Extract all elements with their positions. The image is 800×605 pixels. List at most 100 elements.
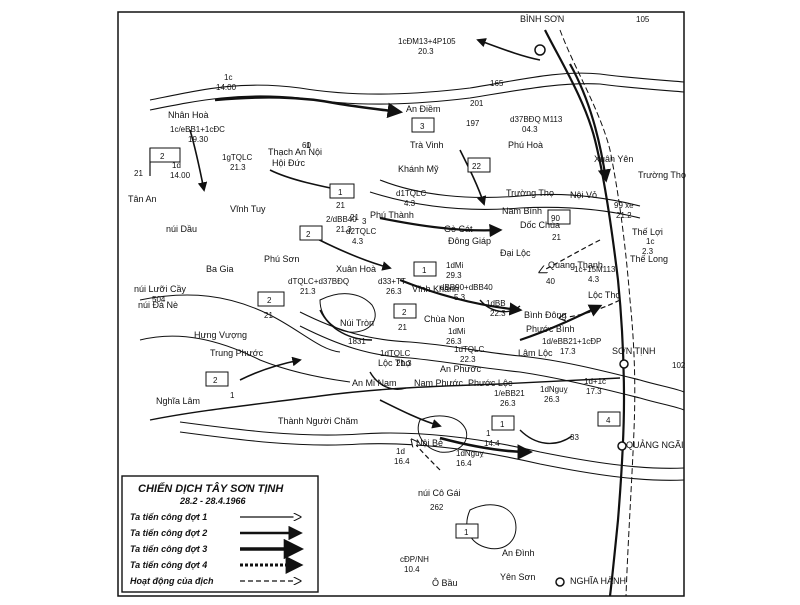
place-label: Vĩnh Khánh: [412, 284, 459, 294]
place-label: Thế Lợi: [632, 227, 663, 237]
legend-item: Ta tiến công đợt 1: [130, 512, 300, 522]
flag-label: 21: [264, 311, 273, 320]
unit-label: 2/dBB40: [326, 215, 357, 224]
place-label: Lộc Thọ: [378, 358, 410, 368]
place-label: Phú Sơn: [264, 254, 299, 264]
unit-date: 5.3: [454, 293, 466, 302]
place-label: Tân An: [128, 194, 157, 204]
place-label: Nội Vỏ: [570, 190, 597, 200]
unit-date: 21.3: [396, 359, 412, 368]
unit-date: 4.3: [352, 237, 364, 246]
place-label: An Điềm: [406, 104, 441, 114]
place-label: núi Cô Gái: [418, 488, 461, 498]
unit-date: 4.3: [404, 199, 416, 208]
place-label: Nam Bình: [502, 206, 542, 216]
unit-label: 1dMi: [448, 327, 466, 336]
flag-label: 2: [160, 152, 165, 161]
place-label: Xuân Yên: [594, 154, 633, 164]
flag-label: 90: [551, 214, 560, 223]
place-label: Thành Người Chăm: [278, 416, 358, 426]
place-label: Nội Bè: [416, 438, 443, 448]
elevation-label: 197: [466, 119, 480, 128]
unit-label: 1d+1c: [584, 377, 606, 386]
place-label: Thế Long: [630, 254, 668, 264]
flag-label: 1: [230, 391, 235, 400]
place-label: Phú Hoà: [508, 140, 543, 150]
flag-label: 1: [464, 528, 469, 537]
unit-label: 1dNguỵ: [456, 449, 484, 458]
flag-label: 21: [398, 323, 407, 332]
arrow-west: [189, 129, 208, 192]
unit-label: 1d: [396, 447, 405, 456]
flag-label: 1: [500, 420, 505, 429]
place-label: Hội Đức: [272, 158, 306, 168]
flag-label: 2: [213, 376, 218, 385]
place-label: NGHĨA HÀNH: [570, 576, 626, 586]
elevation-label: 201: [470, 99, 484, 108]
flag-marker: 1 3 40 21 1 21: [230, 141, 561, 400]
arrow-north-1: [214, 96, 404, 119]
arrow-east: [569, 63, 611, 183]
place-label: Khánh Mỹ: [398, 164, 439, 174]
unit-date: 26.3: [386, 287, 402, 296]
arrow-south-1: [439, 436, 534, 460]
flag-label: 1: [338, 188, 343, 197]
legend-item-label: Ta tiến công đợt 3: [130, 544, 207, 554]
enemy-activity: [412, 239, 621, 471]
unit-label: dBB90+dBB40: [440, 283, 493, 292]
unit-date: 20.3: [418, 47, 434, 56]
quang-ngai-marker: [617, 441, 627, 451]
unit-label: 1d: [172, 161, 181, 170]
elevation-label: 262: [430, 503, 444, 512]
place-label: An Phước: [440, 364, 481, 374]
unit-date: 16.4: [456, 459, 472, 468]
flag-label: 21: [552, 233, 561, 242]
flag-label: 21: [336, 201, 345, 210]
unit-label: 1c: [646, 237, 654, 246]
legend-item-label: Ta tiến công đợt 1: [130, 512, 207, 522]
tra-khuc-river-bank-a: [299, 311, 685, 393]
unit-date: 22.3: [490, 309, 506, 318]
unit-label: 1dNguỵ: [540, 385, 568, 394]
place-label: Yên Sơn: [500, 572, 535, 582]
town-markers: [534, 44, 629, 587]
unit-label: 1cĐM13+4P105: [398, 37, 456, 46]
place-label: Núi Tròn: [340, 318, 374, 328]
unit-label: 1d/eBB21+1cĐP: [542, 337, 601, 346]
place-label: Dốc Chùa: [520, 220, 560, 230]
flag-marker: 2: [205, 371, 229, 387]
unit-date: 2.3: [642, 247, 654, 256]
flag-label: 22: [472, 162, 481, 171]
place-label: Đông Giáp: [448, 236, 491, 246]
elevation-label: 60: [302, 141, 311, 150]
legend-item-label: Ta tiến công đợt 2: [130, 528, 207, 538]
river-tributary-b: [369, 191, 641, 219]
elevation-label: 165: [490, 79, 504, 88]
place-label: Xuân Hoà: [336, 264, 376, 274]
unit-label: 1dMi: [446, 261, 464, 270]
unit-date: 21.3: [230, 163, 246, 172]
flag-label: 40: [546, 277, 555, 286]
arrow-east-2: [519, 304, 603, 342]
place-label: Nhân Hoà: [168, 110, 209, 120]
rivers: [149, 72, 685, 481]
flag-marker: 90: [547, 209, 571, 225]
legend-item-label: Ta tiến công đợt 4: [130, 560, 207, 570]
flag-label: 21: [134, 169, 143, 178]
flag-label: 1: [422, 266, 427, 275]
place-label: Phước Bình: [526, 324, 574, 334]
son-tinh-marker: [619, 359, 629, 369]
unit-date: 14.00: [216, 83, 237, 92]
unit-label: 1c/eBB1+1cĐC: [170, 125, 225, 134]
unit-label: 1/eBB21: [494, 389, 525, 398]
arrow-north-3: [459, 149, 487, 206]
flag-label: 3: [420, 122, 425, 131]
unit-label: d37BĐQ M113: [510, 115, 563, 124]
place-label: An Mi Nam: [352, 378, 397, 388]
flag-label: 3: [362, 217, 367, 226]
unit-date: 26.3: [446, 337, 462, 346]
elevation-label: 504: [152, 295, 166, 304]
flag-marker: 4: [597, 411, 621, 427]
place-label: Nghĩa Lâm: [156, 396, 200, 406]
elevation-label: 105: [636, 15, 650, 24]
